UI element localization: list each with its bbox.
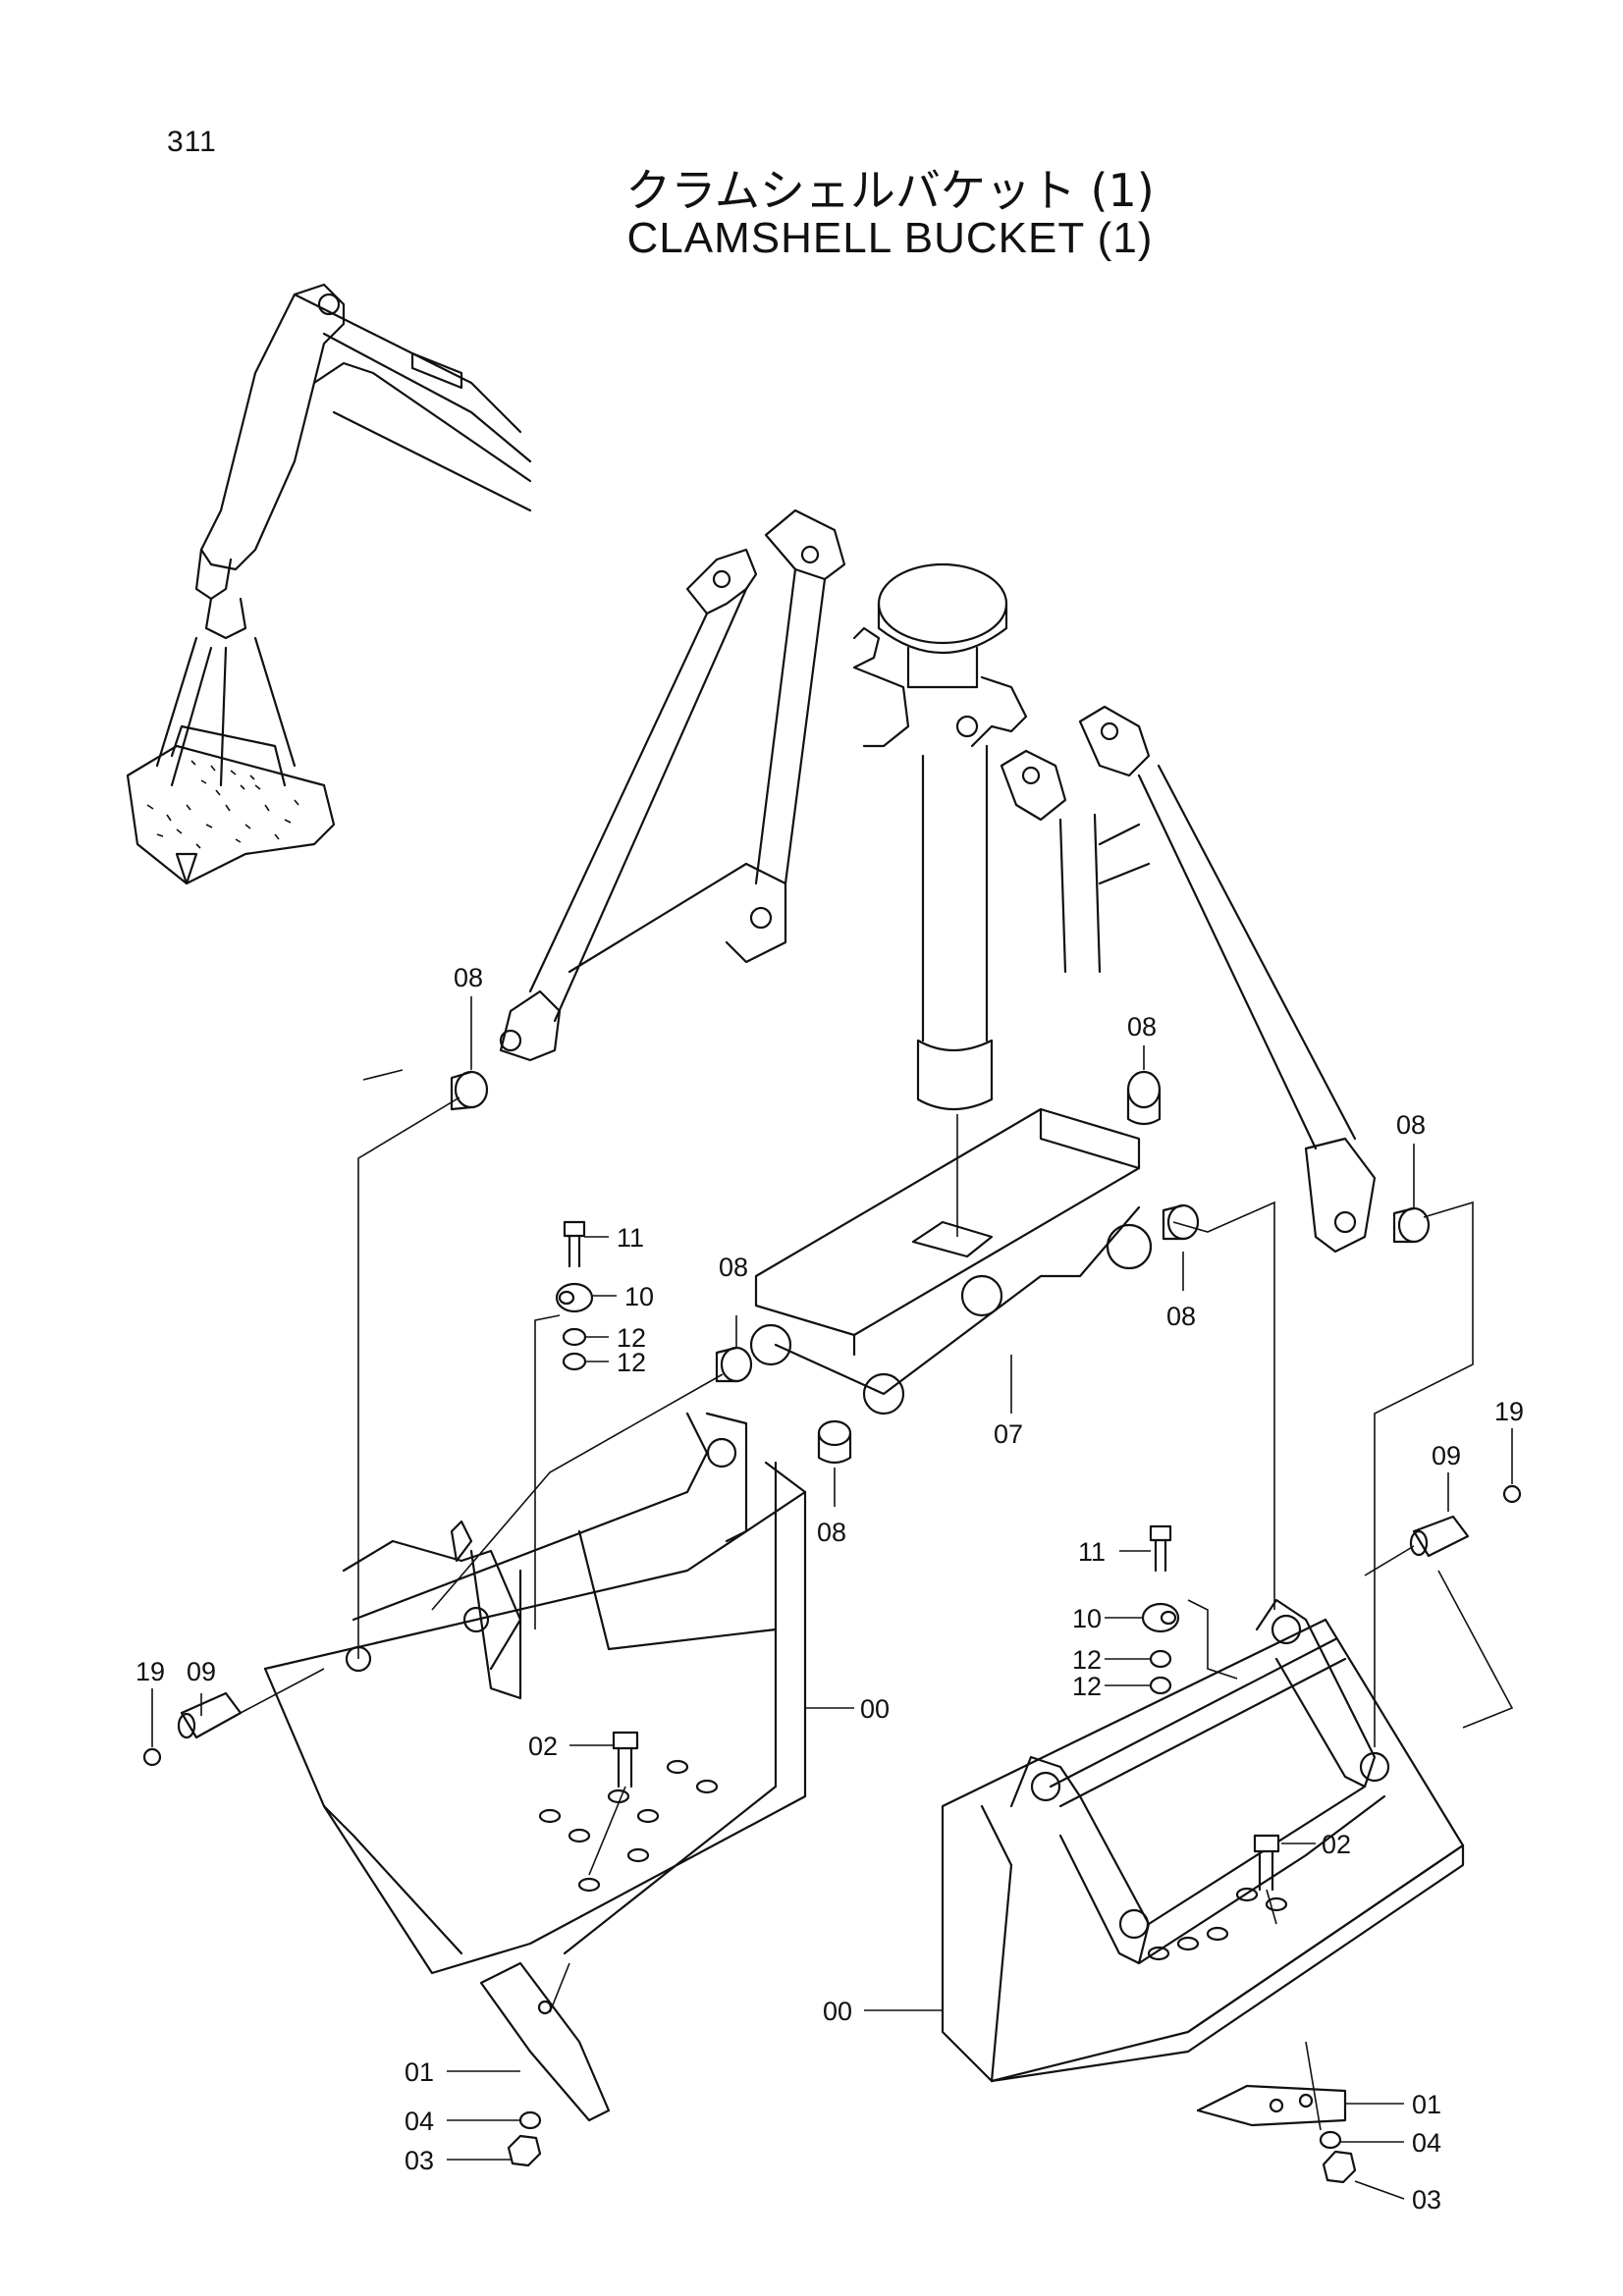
bushing-08-c — [1392, 1206, 1431, 1244]
callout-01-left: 01 — [405, 2057, 434, 2087]
nut-12-right-a — [1149, 1649, 1172, 1669]
crossbeam — [749, 1107, 1153, 1415]
right-bucket-shell — [941, 1598, 1465, 2083]
washer-04-left — [518, 2110, 542, 2130]
callout-04-left: 04 — [405, 2107, 434, 2136]
tooth-01-left — [479, 1961, 611, 2122]
nut-12-left-b — [562, 1352, 587, 1371]
callout-08-b: 08 — [1127, 1012, 1157, 1041]
nut-12-right-b — [1149, 1676, 1172, 1695]
callout-19-right: 19 — [1494, 1397, 1524, 1426]
callout-02-left: 02 — [528, 1732, 558, 1761]
nut-12-left-a — [562, 1327, 587, 1347]
spacer-10-left — [555, 1282, 594, 1313]
callout-08-a: 08 — [454, 963, 483, 992]
callout-11-left: 11 — [617, 1223, 644, 1253]
nut-03-right — [1322, 2150, 1357, 2184]
bushing-08-a — [450, 1070, 489, 1111]
callout-00-right: 00 — [823, 1997, 852, 2026]
tooth-01-right — [1196, 2084, 1347, 2127]
hydraulic-cylinder — [852, 562, 1028, 1111]
pin-09-left — [177, 1691, 243, 1739]
callout-01-right: 01 — [1412, 2090, 1441, 2119]
callout-12-left-b: 12 — [617, 1348, 646, 1377]
left-bucket-shell — [263, 1412, 807, 1975]
callout-08-d: 08 — [1166, 1302, 1196, 1331]
callout-09-left: 09 — [187, 1657, 216, 1686]
callout-08-f: 08 — [817, 1518, 846, 1547]
title-english: CLAMSHELL BUCKET (1) — [626, 214, 1154, 262]
callout-12-right-a: 12 — [1072, 1645, 1102, 1675]
callout-11-right: 11 — [1078, 1537, 1106, 1567]
bolt-11-left — [563, 1220, 586, 1268]
bolt-02-right — [1253, 1834, 1280, 1892]
callout-10-right: 10 — [1072, 1604, 1102, 1633]
title-japanese: クラムシェルバケット (1) — [625, 164, 1155, 217]
assembly-lines — [240, 1069, 1514, 2131]
callout-08-c: 08 — [1396, 1110, 1426, 1140]
nut-03-left — [507, 2134, 542, 2167]
callout-04-right: 04 — [1412, 2128, 1441, 2158]
right-link-arm — [1000, 705, 1377, 1254]
callout-00-left: 00 — [860, 1694, 890, 1724]
small-parts — [142, 1070, 1522, 2184]
bolt-19-right — [1502, 1484, 1522, 1504]
bolt-11-right — [1149, 1524, 1172, 1573]
page-number: 311 — [167, 126, 217, 158]
callout-08-e: 08 — [719, 1253, 748, 1282]
callout-labels: 08 08 08 08 08 08 08 11 10 12 12 07 19 0… — [135, 963, 1524, 2215]
callout-03-left: 03 — [405, 2146, 434, 2175]
callout-07: 07 — [994, 1419, 1023, 1449]
bolt-19-left — [142, 1747, 162, 1767]
bushing-08-b — [1126, 1070, 1162, 1126]
callout-09-right: 09 — [1432, 1441, 1461, 1470]
bushing-08-d — [1162, 1203, 1200, 1241]
callout-12-left-a: 12 — [617, 1323, 646, 1353]
washer-04-right — [1319, 2130, 1342, 2150]
bushing-08-e — [715, 1346, 753, 1383]
callout-03-right: 03 — [1412, 2185, 1441, 2215]
left-link-arm — [499, 508, 846, 1062]
excavator-thumbnail — [126, 283, 532, 885]
callout-10-left: 10 — [624, 1282, 654, 1311]
leader-lines — [151, 996, 1513, 2200]
callout-19-left: 19 — [135, 1657, 165, 1686]
callout-02-right: 02 — [1322, 1830, 1351, 1859]
callout-12-right-b: 12 — [1072, 1672, 1102, 1701]
pin-09-right — [1409, 1515, 1470, 1558]
bolt-02-left — [612, 1731, 639, 1789]
bushing-08-f — [817, 1419, 852, 1465]
spacer-10-right — [1141, 1602, 1180, 1633]
